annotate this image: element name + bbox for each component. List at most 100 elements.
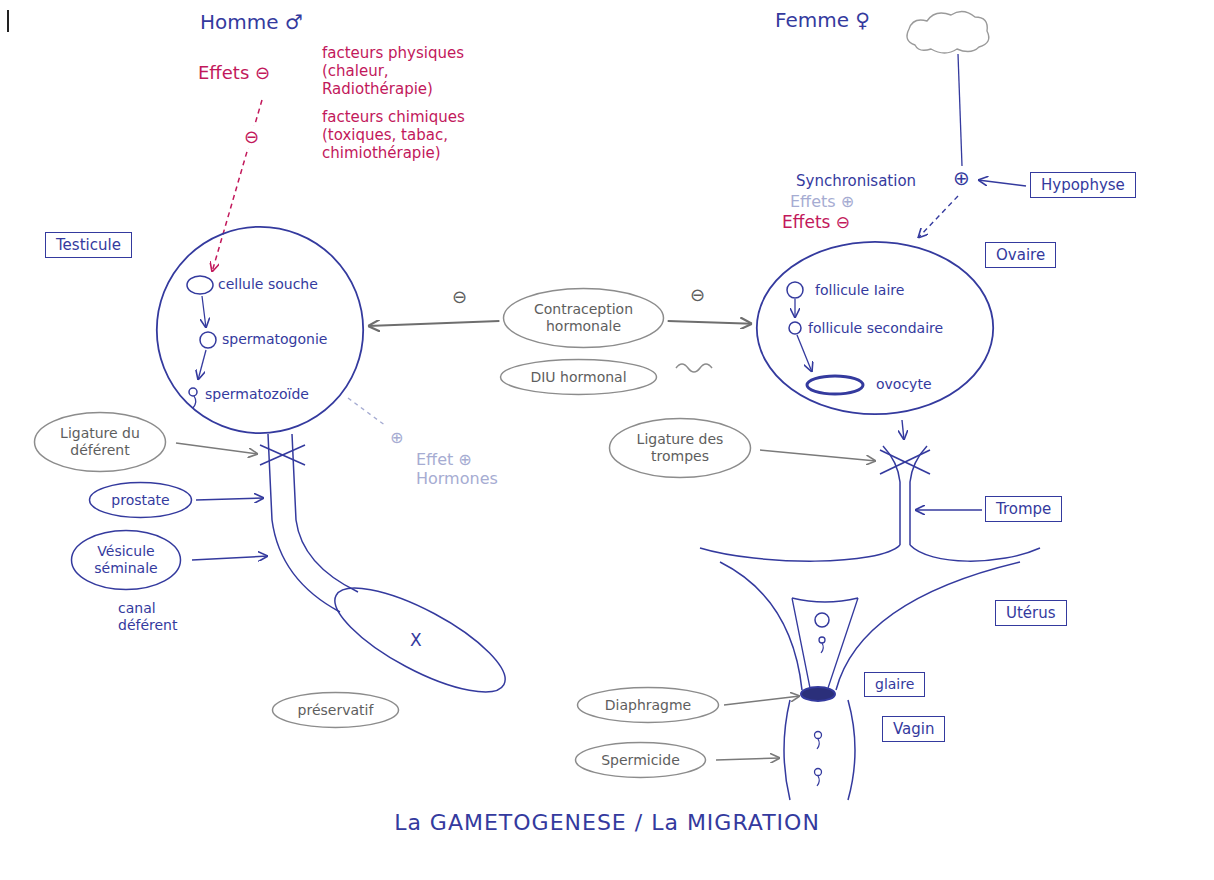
effect-note: Effet ⊕ Hormones xyxy=(416,450,516,488)
minus-sign: ⊖ xyxy=(690,284,705,306)
effect-note: Effets ⊖ xyxy=(198,62,270,84)
method-oval: préservatif xyxy=(271,691,400,729)
effect-arrow xyxy=(212,100,262,272)
diagram-caption: La GAMETOGENESE / La MIGRATION xyxy=(0,810,1214,836)
method-oval: Diaphragme xyxy=(576,686,720,724)
effect-note: Effets ⊖ xyxy=(782,212,850,232)
stage-arrow xyxy=(202,296,206,328)
spermatozoon xyxy=(815,732,822,739)
factor-note: facteurs chimiques (toxiques, tabac, chi… xyxy=(322,108,512,162)
method-oval: Ligature des trompes xyxy=(608,417,752,479)
uterus-outline xyxy=(720,562,802,690)
vas-deferens xyxy=(268,434,340,612)
leader-arrow xyxy=(176,443,258,454)
outline-shape xyxy=(504,289,664,348)
outline-shape xyxy=(757,242,993,414)
node-text: cellule souche xyxy=(218,276,318,293)
organ-label: Trompe xyxy=(985,496,1062,522)
fallopian-tube xyxy=(910,446,927,545)
organ-oval: Vésicule séminale xyxy=(70,529,182,591)
outline-shape xyxy=(610,419,751,478)
outline-shape xyxy=(35,413,166,472)
leader-arrow xyxy=(196,498,264,500)
node-text: Hypophyse xyxy=(1041,176,1125,194)
scan-mark xyxy=(7,10,9,32)
organ-oval: prostate xyxy=(88,481,193,519)
part-name: canal déférent xyxy=(118,600,198,634)
node-text: préservatif xyxy=(297,702,375,719)
outline-shape xyxy=(576,743,706,778)
leader-arrow xyxy=(760,450,876,461)
leader-arrow xyxy=(915,509,982,511)
effect-note: Effets ⊕ xyxy=(790,192,854,211)
node-text: Ligature du déférent xyxy=(59,425,141,459)
outline-shape xyxy=(501,360,657,395)
uterus-outline xyxy=(700,545,900,561)
vagina-outline xyxy=(848,700,855,800)
plus-sign: ⊕ xyxy=(953,166,970,190)
ligature-cross xyxy=(880,450,930,474)
leader-arrow xyxy=(192,556,268,560)
uterus-outline xyxy=(836,562,1020,690)
method-oval: DIU hormonal xyxy=(499,358,658,396)
outline-shape xyxy=(578,688,719,723)
spermatogonium xyxy=(200,332,216,348)
ligature-cross xyxy=(260,445,305,465)
brain-cloud xyxy=(907,11,989,53)
node-text: follicule Iaire xyxy=(815,282,904,299)
node-text: Utérus xyxy=(1006,604,1056,622)
connector-arrow xyxy=(668,321,752,324)
node-text: ovocyte xyxy=(876,376,932,393)
sex-heading: Homme ♂ xyxy=(200,10,303,34)
node-text: Testicule xyxy=(56,236,121,254)
leader-arrow xyxy=(978,180,1026,186)
squiggle-mark xyxy=(676,364,712,372)
node-text: Spermicide xyxy=(600,752,681,769)
uterus-outline xyxy=(910,545,1040,561)
egg xyxy=(815,613,829,627)
node-text: Ovaire xyxy=(996,246,1045,264)
migration-arrow xyxy=(902,420,904,440)
minus-sign: ⊖ xyxy=(242,126,261,148)
organ-label: Utérus xyxy=(995,600,1067,626)
method-oval: Contraception hormonale xyxy=(502,287,665,349)
cross-mark: X xyxy=(410,630,422,650)
node-text: Diaphragme xyxy=(604,697,693,714)
outline-shape xyxy=(157,227,363,433)
vagina-outline xyxy=(784,700,790,800)
faded-effect-line xyxy=(348,398,386,426)
spermatozoon-tail xyxy=(817,776,819,786)
sex-heading: Femme ♀ xyxy=(775,8,870,32)
stem-cell xyxy=(187,276,213,294)
outline-shape xyxy=(90,483,192,518)
leader-arrow xyxy=(724,696,800,705)
spermatozoon xyxy=(815,769,822,776)
node-text: spermatogonie xyxy=(222,331,327,348)
node-text: DIU hormonal xyxy=(529,369,628,386)
vas-deferens xyxy=(292,434,358,592)
process-note: Synchronisation xyxy=(796,172,916,190)
node-outline xyxy=(155,225,365,435)
spermatozoon-tail xyxy=(821,643,823,653)
organ-label: Ovaire xyxy=(985,242,1056,268)
node-text: Contraception hormonale xyxy=(533,301,635,335)
cervix-diaphragm xyxy=(801,687,835,701)
ligature-cross xyxy=(260,445,305,465)
node-text: Vagin xyxy=(893,720,934,738)
organ-label: Vagin xyxy=(882,716,945,742)
outline-shape xyxy=(273,693,399,728)
oocyte xyxy=(807,376,863,394)
primary-follicle xyxy=(787,282,803,298)
organ-label: glaire xyxy=(864,672,925,697)
leader-arrow xyxy=(716,758,780,760)
connector-arrow xyxy=(368,321,499,326)
penis-outline xyxy=(322,569,518,711)
node-text: glaire xyxy=(875,676,914,693)
secondary-follicle xyxy=(789,322,801,334)
link-line xyxy=(958,54,962,166)
spermatozoon-tail xyxy=(817,739,819,749)
hormone-arrow xyxy=(918,196,958,238)
factor-note: facteurs physiques (chaleur, Radiothérap… xyxy=(322,44,497,98)
